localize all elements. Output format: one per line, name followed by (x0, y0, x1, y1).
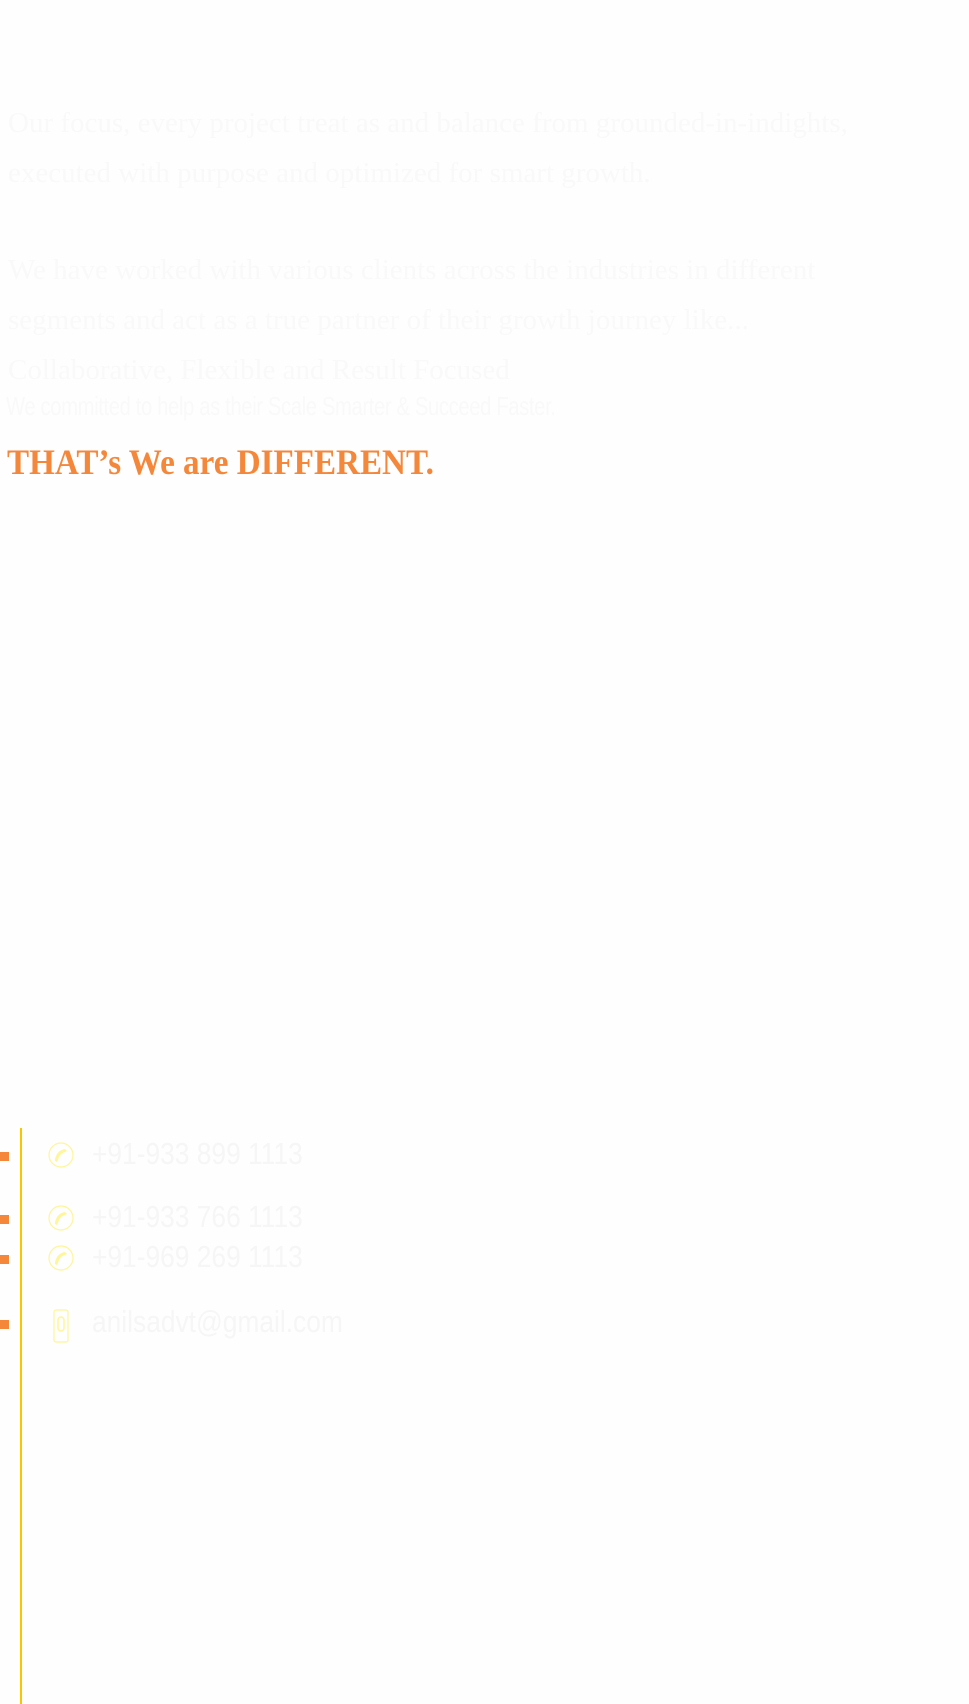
bullet-icon (0, 1255, 9, 1264)
text-line: Collaborative, Flexible and Result Focus… (8, 354, 510, 386)
different-heading: THAT’s We are DIFFERENT. (7, 442, 434, 482)
text-line: segments and act as a true partner of th… (8, 304, 749, 336)
email-icon (53, 1309, 69, 1343)
phone-number[interactable]: +91-933 899 1113 (92, 1136, 303, 1171)
phone-icon (48, 1245, 74, 1271)
bullet-icon (0, 1215, 9, 1224)
bullet-icon (0, 1152, 9, 1161)
text-line: Our focus, every project treat as and ba… (8, 107, 848, 139)
focus-paragraph: Our focus, every project treat as and ba… (8, 98, 848, 198)
text-line: executed with purpose and optimized for … (8, 157, 651, 189)
phone-icon (48, 1142, 74, 1168)
phone-icon (48, 1205, 74, 1231)
phone-number[interactable]: +91-933 766 1113 (92, 1199, 303, 1234)
bullet-icon (0, 1320, 9, 1329)
clients-paragraph: We have worked with various clients acro… (8, 245, 815, 395)
contact-divider (20, 1128, 22, 1704)
commitment-text: We committed to help as their Scale Smar… (6, 391, 556, 421)
phone-number[interactable]: +91-969 269 1113 (92, 1239, 303, 1274)
email-address[interactable]: anilsadvt@gmail.com (92, 1304, 343, 1339)
text-line: We have worked with various clients acro… (8, 254, 816, 286)
